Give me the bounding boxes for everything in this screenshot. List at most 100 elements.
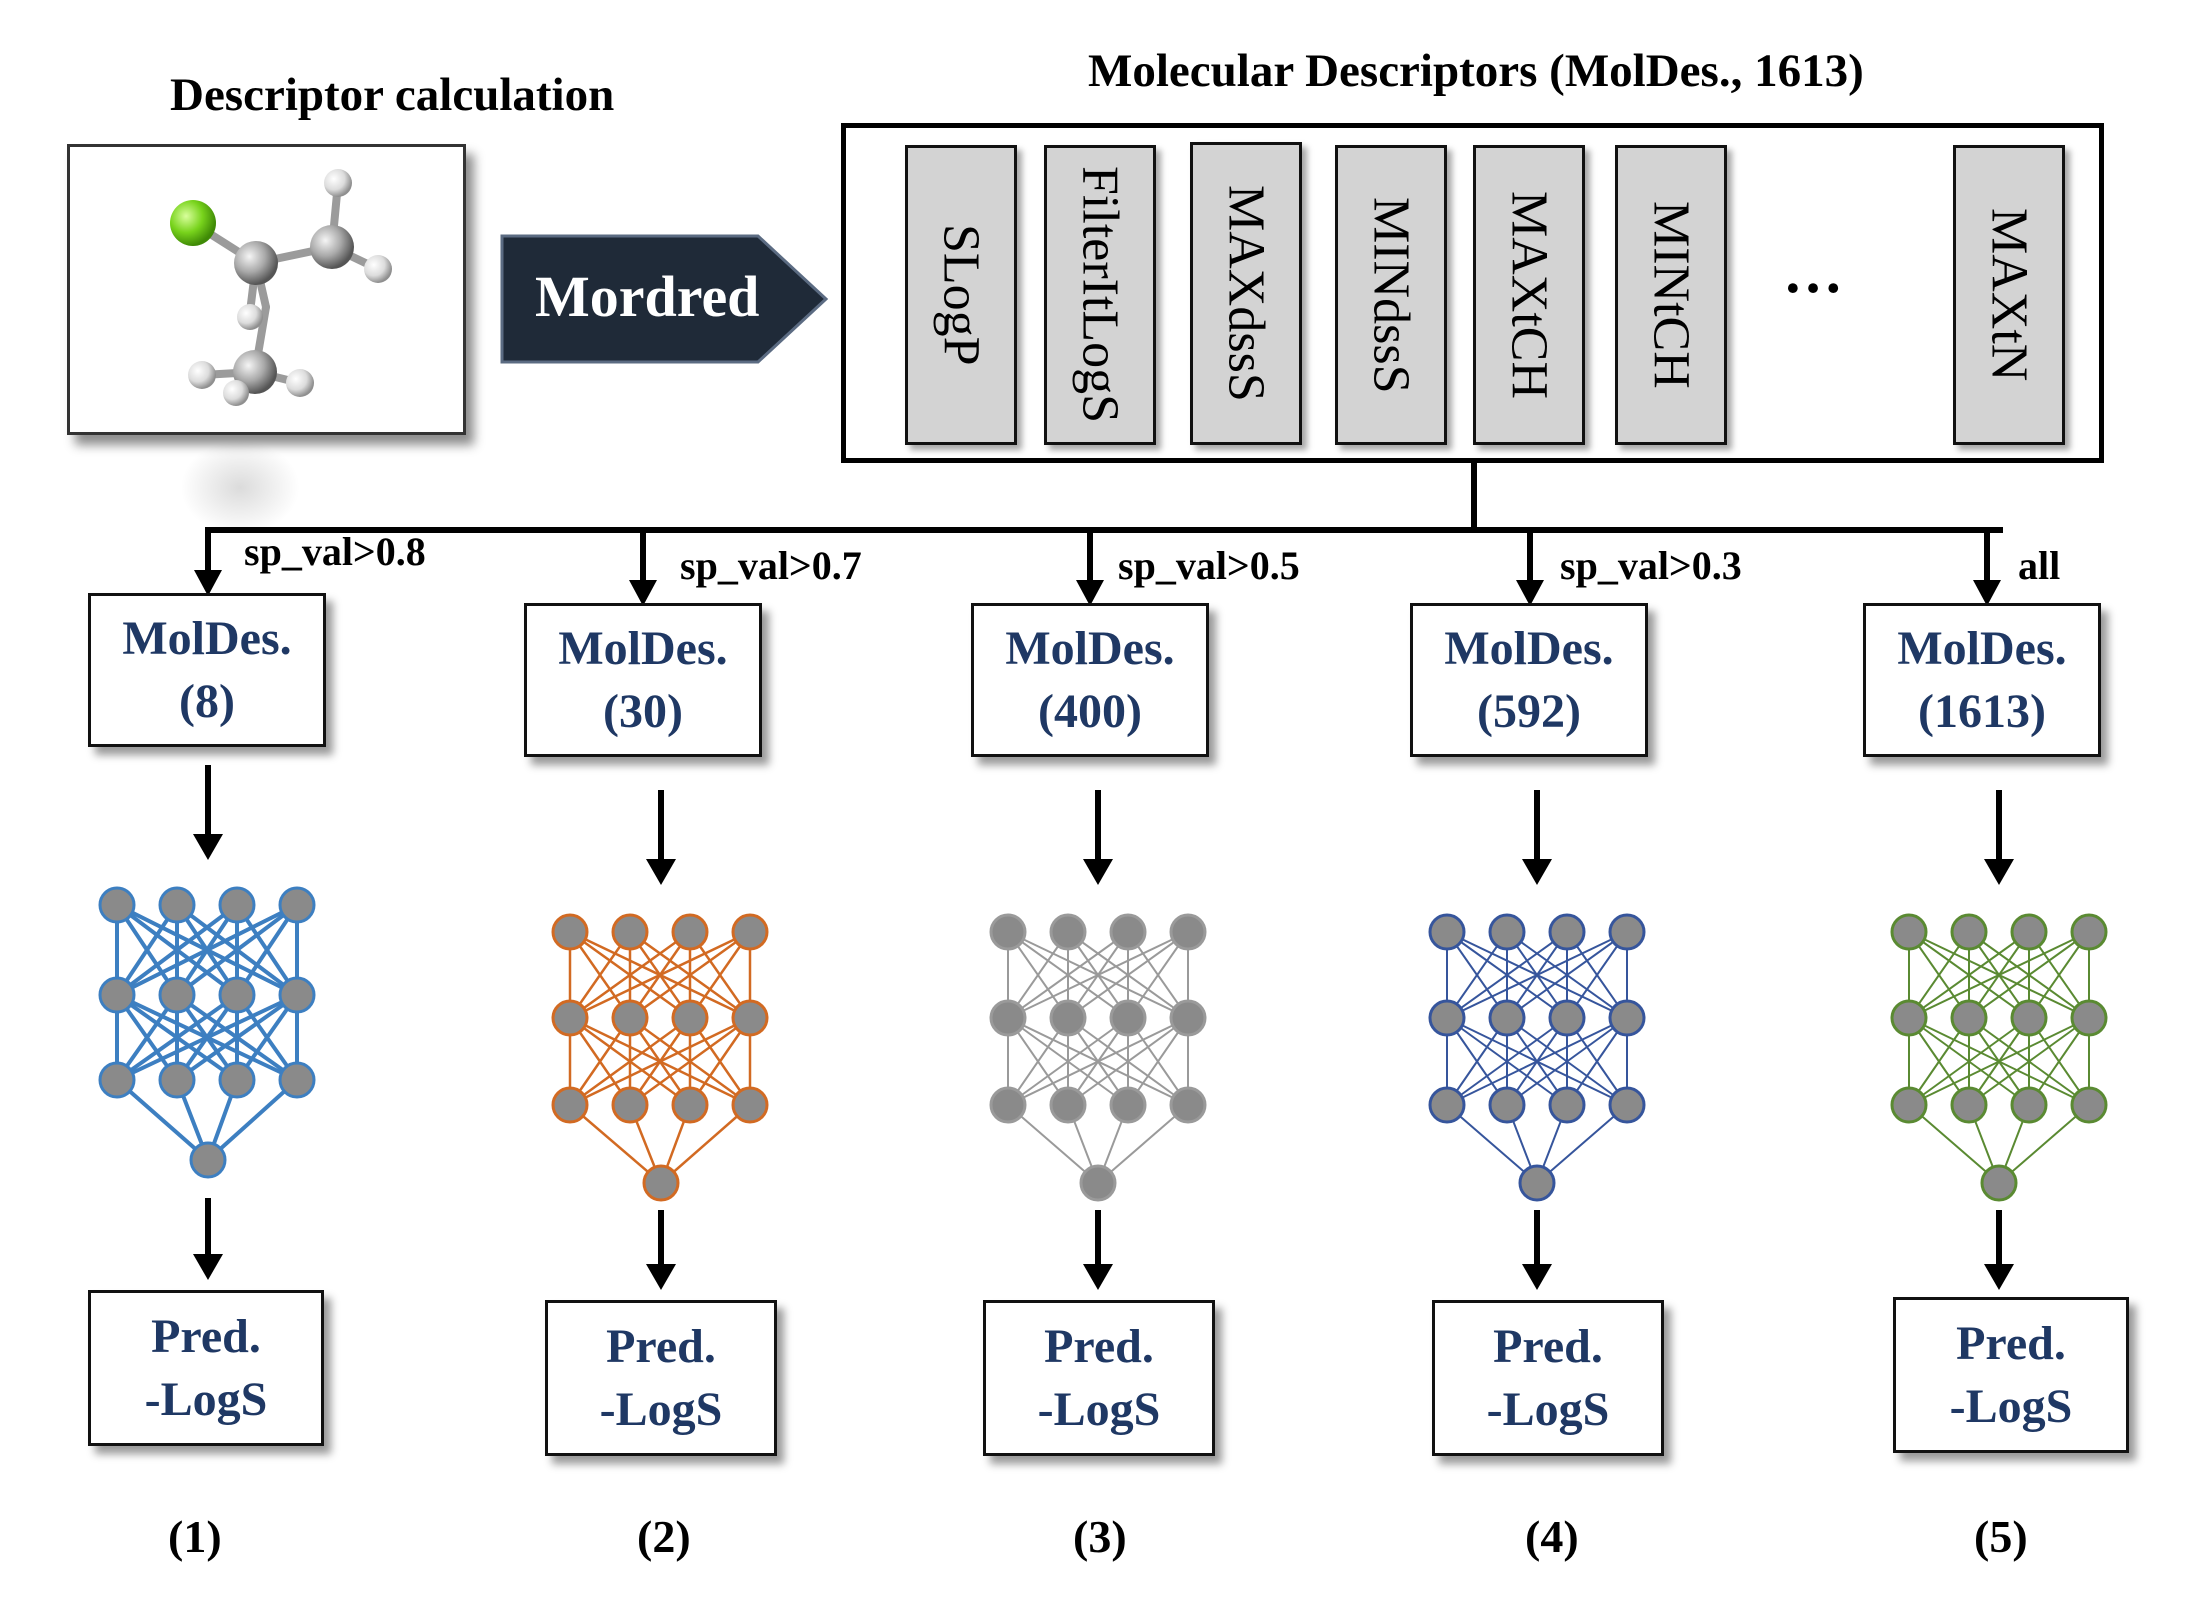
nn-node <box>731 1086 769 1124</box>
pipeline-number-2: (2) <box>637 1511 691 1562</box>
arrow-to-network-2 <box>646 790 676 885</box>
prediction-box-5: Pred.-LogS <box>1893 1297 2129 1453</box>
nn-node <box>1608 999 1646 1037</box>
nn-node <box>731 999 769 1037</box>
nn-node <box>1049 1086 1087 1124</box>
nn-node <box>1109 913 1147 951</box>
moldes-box-3: MolDes.(400) <box>971 603 1209 757</box>
descriptor-maxdsss: MAXdssS <box>1190 142 1302 445</box>
descriptor-maxtch: MAXtCH <box>1473 145 1585 445</box>
mordred-arrow <box>500 234 829 364</box>
descriptor-filteritlogs: FilterItLogS <box>1044 145 1156 445</box>
moldes-box-1: MolDes.(8) <box>88 593 326 747</box>
nn-node <box>1950 913 1988 951</box>
molecule-ball-and-stick <box>170 169 392 406</box>
nn-node <box>989 1086 1027 1124</box>
moldes-count: (30) <box>603 685 683 738</box>
nn-node <box>1890 913 1928 951</box>
nn-node <box>2010 999 2048 1037</box>
prediction-box-2: Pred.-LogS <box>545 1300 777 1456</box>
nn-node <box>671 999 709 1037</box>
nn-node <box>2070 1086 2108 1124</box>
moldes-count: (1613) <box>1918 685 2046 738</box>
descriptor-mintch: MINtCH <box>1615 145 1727 445</box>
nn-node <box>1608 913 1646 951</box>
arrow-to-prediction-5 <box>1984 1210 2014 1290</box>
nn-node <box>158 886 196 924</box>
prediction-box-1: Pred. -LogS <box>88 1290 324 1446</box>
condition-label-2: sp_val>0.7 <box>680 543 862 588</box>
molecule-shadow <box>180 440 300 535</box>
nn-node <box>2070 999 2108 1037</box>
nn-node <box>551 913 589 951</box>
prediction-label: Pred. <box>151 1309 261 1363</box>
nn-node <box>1488 999 1526 1037</box>
moldes-label: MolDes. <box>1444 621 1614 675</box>
nn-output-node <box>1980 1164 2018 1202</box>
neural-network-3 <box>989 913 1207 1202</box>
nn-node <box>218 1061 256 1099</box>
moldes-box-2: MolDes. (30) <box>524 603 762 757</box>
prediction-box-4: Pred.-LogS <box>1432 1300 1664 1456</box>
nn-node <box>1488 913 1526 951</box>
nn-node <box>158 976 196 1014</box>
nn-node <box>671 913 709 951</box>
nn-node <box>1950 1086 1988 1124</box>
nn-node <box>1109 1086 1147 1124</box>
prediction-label: Pred. <box>606 1319 716 1373</box>
nn-node <box>1169 1086 1207 1124</box>
mordred-label: Mordred <box>535 264 760 329</box>
moldes-box-5: MolDes. (1613) <box>1863 603 2101 757</box>
pipeline-number-1: (1) <box>168 1511 222 1562</box>
nn-output-node <box>1079 1164 1117 1202</box>
moldes-label: MolDes. <box>1897 621 2067 675</box>
nn-node <box>1890 999 1928 1037</box>
nn-node <box>1049 913 1087 951</box>
neural-network-5 <box>1890 913 2108 1202</box>
prediction-label: Pred. <box>1493 1319 1603 1373</box>
nn-node <box>278 886 316 924</box>
prediction-target: -LogS <box>144 1373 268 1426</box>
descriptor-slogp: SLogP <box>905 145 1017 445</box>
nn-output-node <box>642 1164 680 1202</box>
nn-node <box>2070 913 2108 951</box>
nn-node <box>1950 999 1988 1037</box>
nn-node <box>2010 913 2048 951</box>
descriptor-maxtn: MAXtN <box>1953 145 2065 445</box>
nn-node <box>611 999 649 1037</box>
neural-network-1 <box>98 886 316 1179</box>
prediction-box-3: Pred.-LogS <box>983 1300 1215 1456</box>
pipeline-number-5: (5) <box>1974 1511 2028 1562</box>
chlorine-atom <box>170 200 216 246</box>
nn-node <box>1428 1086 1466 1124</box>
nn-node <box>1169 913 1207 951</box>
molecular-descriptors-title: Molecular Descriptors (MolDes., 1613) <box>1088 45 1864 97</box>
nn-node <box>731 913 769 951</box>
descriptor-mindsss: MINdssS <box>1335 145 1447 445</box>
condition-label-4: sp_val>0.3 <box>1560 543 1742 588</box>
nn-node <box>551 999 589 1037</box>
prediction-target: -LogS <box>1037 1383 1161 1436</box>
nn-output-node <box>189 1141 227 1179</box>
nn-node <box>611 913 649 951</box>
nn-node <box>1548 1086 1586 1124</box>
pipeline-number-4: (4) <box>1525 1511 1579 1562</box>
molecule-image <box>67 144 466 435</box>
moldes-count: (592) <box>1477 685 1581 738</box>
nn-node <box>1049 999 1087 1037</box>
nn-node <box>1608 1086 1646 1124</box>
moldes-label: MolDes. <box>558 621 728 675</box>
neural-network-2 <box>551 913 769 1202</box>
arrow-to-network-3 <box>1083 790 1113 885</box>
nn-node <box>158 1061 196 1099</box>
nn-node <box>1890 1086 1928 1124</box>
nn-node <box>671 1086 709 1124</box>
moldes-box-4: MolDes. (592) <box>1410 603 1648 757</box>
arrow-to-network-5 <box>1984 790 2014 885</box>
arrow-to-network-1 <box>193 765 223 860</box>
nn-node <box>98 1061 136 1099</box>
prediction-label: Pred. <box>1956 1316 2066 1370</box>
